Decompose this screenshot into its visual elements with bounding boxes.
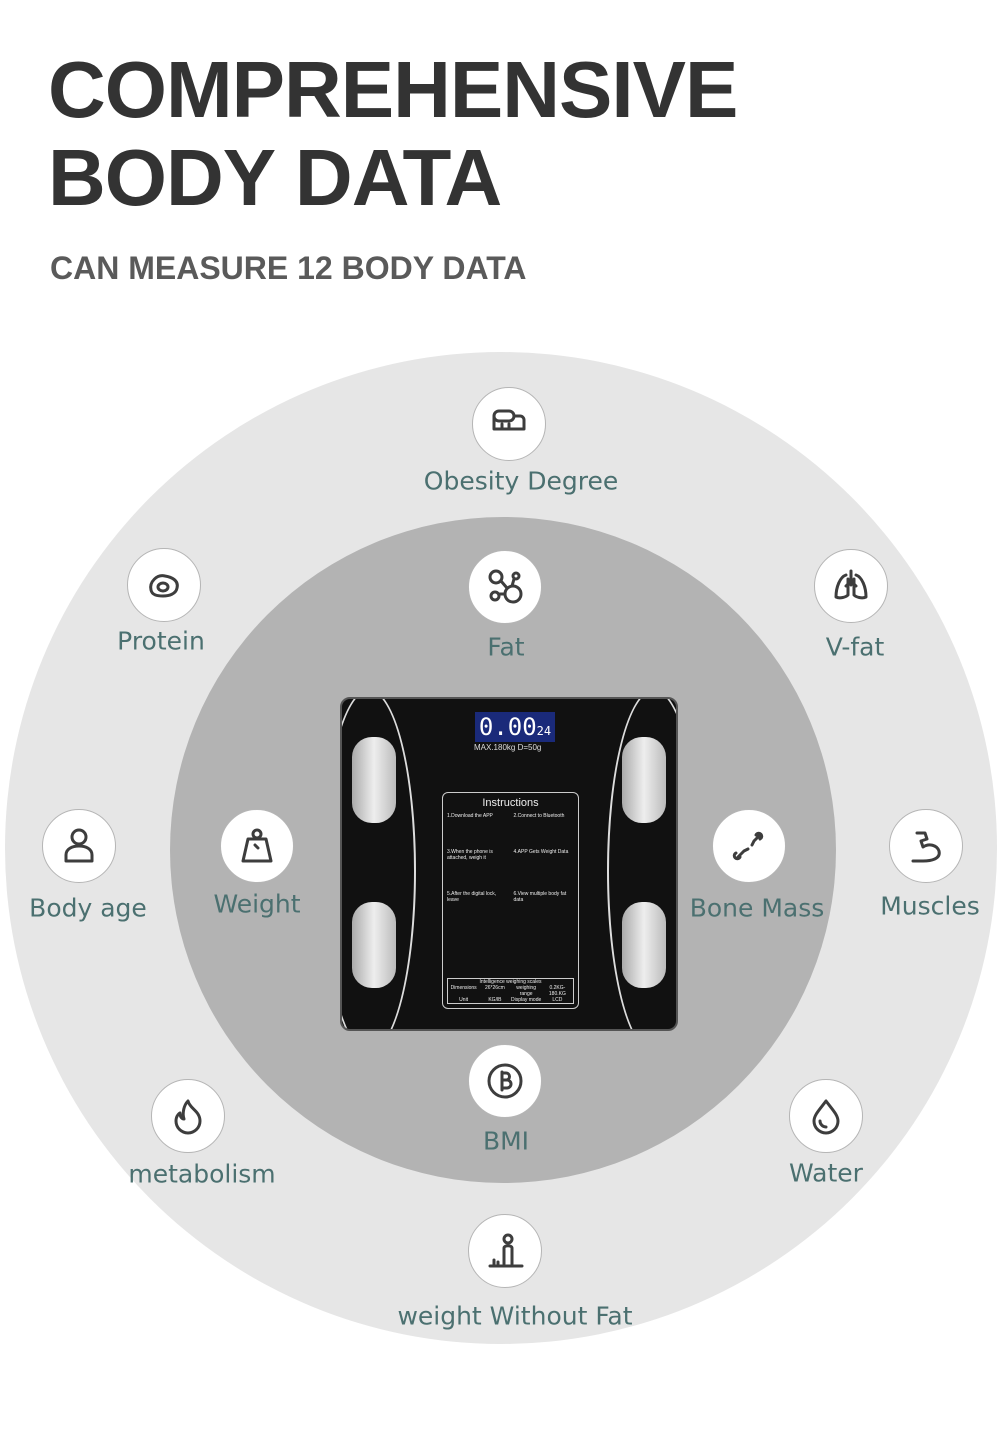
metric-label-body-age: Body age bbox=[29, 893, 147, 923]
title-line-1: COMPREHENSIVE bbox=[48, 45, 738, 134]
muscle-arm-icon bbox=[889, 809, 963, 883]
table-cell: Display mode bbox=[510, 997, 542, 1003]
table-cell: Unit bbox=[459, 997, 469, 1003]
metric-label-metabolism: metabolism bbox=[128, 1159, 276, 1189]
metric-label-obesity-degree: Obesity Degree bbox=[423, 466, 619, 496]
instructions-title: Instructions bbox=[482, 797, 539, 809]
table-cell: KG/lB bbox=[488, 997, 502, 1003]
smart-scale-image: 0.0024 MAX.180kg D=50g Instructions 1.Do… bbox=[340, 697, 678, 1031]
bone-icon bbox=[712, 809, 786, 883]
metric-label-bmi: BMI bbox=[482, 1126, 530, 1156]
metric-label-weight: Weight bbox=[213, 889, 301, 919]
weight-icon bbox=[220, 809, 294, 883]
title-line-2: BODY DATA bbox=[48, 133, 502, 222]
lcd-temp: 24 bbox=[536, 724, 552, 738]
step: 3.When the phone is attached, weigh it bbox=[447, 849, 493, 861]
lcd-display: 0.0024 bbox=[475, 712, 555, 742]
lcd-weight: 0.00 bbox=[478, 713, 537, 741]
water-drop-icon bbox=[789, 1079, 863, 1153]
step: 1.Download the APP bbox=[447, 813, 493, 819]
step: 5.After the digital lock, leave bbox=[447, 891, 497, 903]
instructions-panel: Instructions 1.Download the APP 2.Connect… bbox=[442, 792, 579, 1009]
egg-icon bbox=[127, 548, 201, 622]
bmi-icon bbox=[468, 1044, 542, 1118]
flame-icon bbox=[151, 1079, 225, 1153]
electrode-pad bbox=[352, 737, 396, 823]
molecule-icon bbox=[468, 550, 542, 624]
lungs-icon bbox=[814, 549, 888, 623]
table-cell: Dimensions bbox=[450, 985, 477, 991]
table-cell: LCD bbox=[552, 997, 563, 1003]
tape-measure-icon bbox=[472, 387, 546, 461]
metric-label-muscles: Muscles bbox=[880, 891, 980, 921]
table-cell: 26*26cm bbox=[485, 985, 505, 991]
electrode-pad bbox=[622, 737, 666, 823]
metric-label-weight-without-fat: weight Without Fat bbox=[397, 1301, 633, 1331]
metric-label-water: Water bbox=[789, 1158, 863, 1188]
subtitle: CAN MEASURE 12 BODY DATA bbox=[50, 250, 527, 286]
metric-label-protein: Protein bbox=[117, 626, 205, 656]
table-cell: weighing range bbox=[516, 985, 536, 997]
body-scale-icon bbox=[468, 1214, 542, 1288]
step: 6.View multiple body fat data bbox=[513, 891, 567, 903]
step: 4.APP Gets Weight Data bbox=[513, 849, 569, 855]
electrode-pad bbox=[622, 902, 666, 988]
scale-curve-right bbox=[607, 699, 676, 1029]
scale-spec: MAX.180kg D=50g bbox=[474, 743, 542, 752]
step: 2.Connect to Bluetooth bbox=[513, 813, 565, 819]
electrode-pad bbox=[352, 902, 396, 988]
metric-label-fat: Fat bbox=[487, 632, 525, 662]
table-title: Intelligence weighing scales bbox=[479, 979, 542, 985]
metric-label-bone-mass: Bone Mass bbox=[689, 893, 825, 923]
table-cell: 0.2KG-180.KG bbox=[548, 985, 566, 997]
metric-label-v-fat: V-fat bbox=[825, 632, 885, 662]
person-icon bbox=[42, 809, 116, 883]
scale-curve-left bbox=[342, 699, 416, 1029]
